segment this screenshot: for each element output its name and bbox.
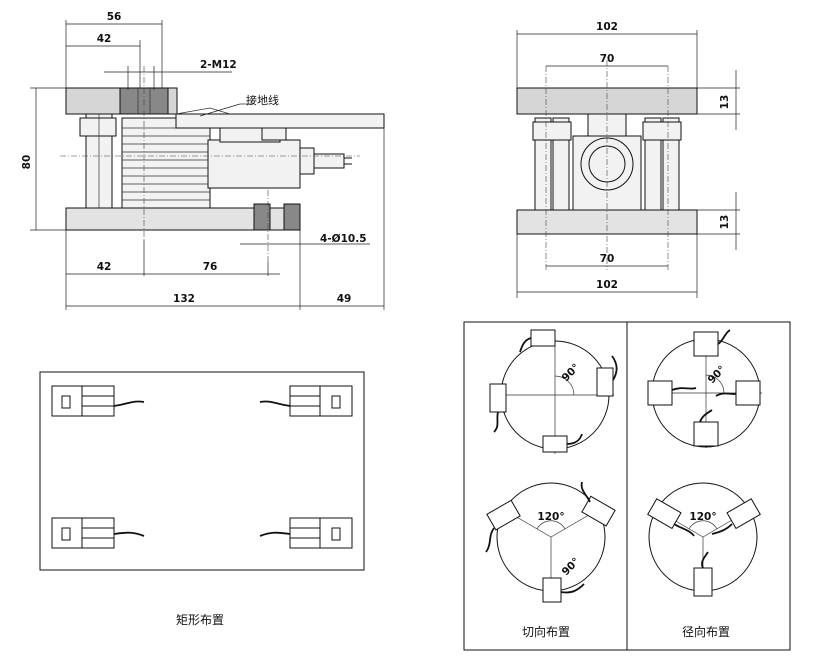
sensor-bottom-right [259,517,353,549]
radial-4-layout: 90° [647,329,762,448]
ground-wire-label: 接地线 [246,93,279,107]
bellows [121,117,211,211]
dim-49: 49 [337,293,352,305]
front-dim-70-top: 70 [600,53,615,65]
dim-76: 76 [203,261,218,273]
dim-56: 56 [107,11,122,23]
angle-120-a: 120° [537,511,564,523]
front-dim-70-bottom: 70 [600,253,615,265]
rect-platform [39,371,365,571]
tangential-3-layout: 120° 90° [485,481,616,603]
dim-bolt: 2-M12 [200,59,237,71]
upper-arm [175,113,385,129]
sensor-top-left [51,385,145,417]
angle-90-b: 90° [706,364,729,387]
tangential-caption: 切向布置 [522,624,570,639]
angle-90-c: 90° [560,556,583,579]
radial-3-layout: 120° [647,482,761,597]
front-dim-13-top: 13 [719,95,731,110]
dim-holes: 4-Ø10.5 [320,233,367,245]
dim-132: 132 [173,293,195,305]
rect-caption: 矩形布置 [176,613,224,627]
rectangular-layout: 矩形布置 [39,371,365,627]
load-cell-body [207,139,301,189]
front-dim-102-top: 102 [596,21,618,33]
angle-90-a: 90° [560,362,583,385]
sensor-top-right [259,385,353,417]
tangential-4-layout: 90° [489,329,618,454]
front-dim-13-bottom: 13 [719,215,731,230]
cable-gland [313,153,345,169]
front-dim-102-bottom: 102 [596,279,618,291]
dim-42-bottom: 42 [97,261,112,273]
radial-caption: 径向布置 [682,624,730,639]
sensor-bottom-left [51,517,145,549]
front-view: 102 70 13 13 70 102 [516,21,740,298]
side-view: 56 42 2-M12 接地线 80 42 76 4-Ø10.5 132 49 [21,11,385,310]
dim-42-top: 42 [97,33,112,45]
dim-80: 80 [21,155,33,170]
angle-120-b: 120° [689,511,716,523]
circular-layouts-panel: 90° 90° [463,321,791,651]
